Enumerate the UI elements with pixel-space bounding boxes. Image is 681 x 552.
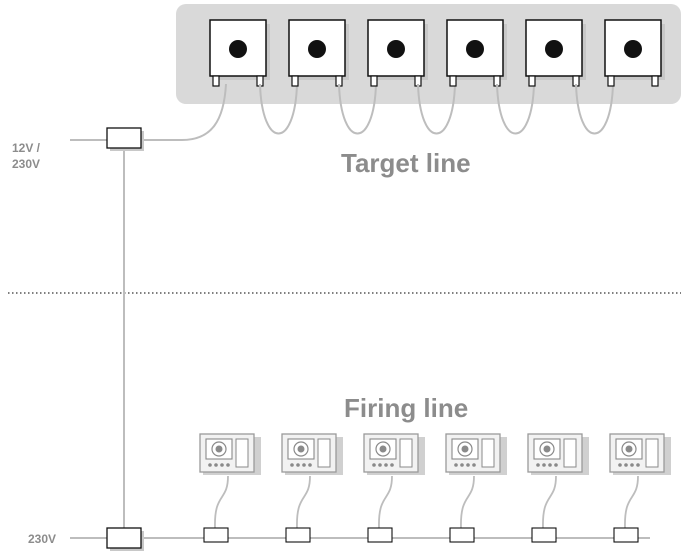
- firing-unit: [281, 433, 343, 543]
- monitor-button: [636, 463, 640, 467]
- target-supply-label-line1: 12V /: [12, 141, 41, 155]
- monitor-button: [454, 463, 458, 467]
- target-unit: [525, 19, 586, 87]
- target-ring-icon: [457, 441, 473, 457]
- target-splitter-box: [106, 127, 144, 151]
- target-line-title: Target line: [341, 148, 471, 178]
- target-center-icon: [543, 445, 551, 453]
- target-feed-wire: [142, 83, 227, 141]
- firing-splitter-box: [106, 527, 144, 551]
- monitor-side-panel: [399, 438, 413, 468]
- target-ring-icon: [539, 441, 555, 457]
- target-leg: [607, 75, 615, 87]
- target-bullseye-icon: [624, 40, 642, 58]
- target-ring-icon: [375, 441, 391, 457]
- firing-line-title: Firing line: [344, 393, 468, 423]
- monitor-button: [290, 463, 294, 467]
- monitor-button: [308, 463, 312, 467]
- monitor-button: [296, 463, 300, 467]
- target-leg: [449, 75, 457, 87]
- target-supply-label-line2: 230V: [12, 157, 40, 171]
- target-center-icon: [379, 445, 387, 453]
- target-link-wire: [259, 83, 298, 135]
- monitor-side-panel: [317, 438, 331, 468]
- firing-drop-wire: [624, 475, 639, 529]
- monitor-button: [220, 463, 224, 467]
- firing-drop-wire: [542, 475, 557, 529]
- target-unit: [604, 19, 665, 87]
- firing-unit: [199, 433, 261, 543]
- firing-unit-group: [199, 433, 671, 543]
- target-bullseye-icon: [387, 40, 405, 58]
- target-center-icon: [625, 445, 633, 453]
- target-unit: [367, 19, 428, 87]
- bus-connector: [613, 527, 639, 543]
- monitor-side-panel: [645, 438, 659, 468]
- firing-drop-wire: [296, 475, 311, 529]
- target-bullseye-icon: [466, 40, 484, 58]
- target-center-icon: [215, 445, 223, 453]
- firing-supply-label: 230V: [28, 532, 56, 546]
- target-link-wire: [417, 83, 456, 135]
- target-group: [209, 19, 665, 135]
- target-link-wire: [338, 83, 377, 135]
- monitor-side-panel: [235, 438, 249, 468]
- target-unit: [446, 19, 507, 87]
- monitor-button: [542, 463, 546, 467]
- firing-drop-wire: [214, 475, 229, 529]
- monitor-button: [384, 463, 388, 467]
- target-leg: [212, 75, 220, 87]
- bus-connector: [449, 527, 475, 543]
- monitor-button: [390, 463, 394, 467]
- monitor-button: [624, 463, 628, 467]
- monitor-button: [548, 463, 552, 467]
- monitor-button: [472, 463, 476, 467]
- firing-unit: [527, 433, 589, 543]
- bus-connector: [203, 527, 229, 543]
- monitor-button: [630, 463, 634, 467]
- bus-connector: [285, 527, 311, 543]
- target-center-icon: [461, 445, 469, 453]
- monitor-button: [466, 463, 470, 467]
- firing-unit: [445, 433, 507, 543]
- firing-drop-wire: [460, 475, 475, 529]
- monitor-button: [214, 463, 218, 467]
- target-leg: [651, 75, 659, 87]
- monitor-side-panel: [563, 438, 577, 468]
- monitor-button: [536, 463, 540, 467]
- target-ring-icon: [293, 441, 309, 457]
- monitor-button: [460, 463, 464, 467]
- target-unit: [209, 19, 270, 87]
- monitor-button: [372, 463, 376, 467]
- firing-drop-wire: [378, 475, 393, 529]
- monitor-button: [618, 463, 622, 467]
- target-leg: [291, 75, 299, 87]
- target-unit: [288, 19, 349, 87]
- firing-unit: [363, 433, 425, 543]
- target-link-wire: [496, 83, 535, 135]
- target-bullseye-icon: [308, 40, 326, 58]
- monitor-button: [226, 463, 230, 467]
- bus-connector: [367, 527, 393, 543]
- target-leg: [370, 75, 378, 87]
- target-bullseye-icon: [545, 40, 563, 58]
- monitor-button: [302, 463, 306, 467]
- bus-connector: [531, 527, 557, 543]
- firing-unit: [609, 433, 671, 543]
- monitor-button: [208, 463, 212, 467]
- target-ring-icon: [211, 441, 227, 457]
- target-link-wire: [575, 83, 614, 135]
- monitor-side-panel: [481, 438, 495, 468]
- monitor-button: [378, 463, 382, 467]
- target-center-icon: [297, 445, 305, 453]
- target-face: [367, 19, 425, 77]
- target-bullseye-icon: [229, 40, 247, 58]
- target-leg: [528, 75, 536, 87]
- target-ring-icon: [621, 441, 637, 457]
- monitor-button: [554, 463, 558, 467]
